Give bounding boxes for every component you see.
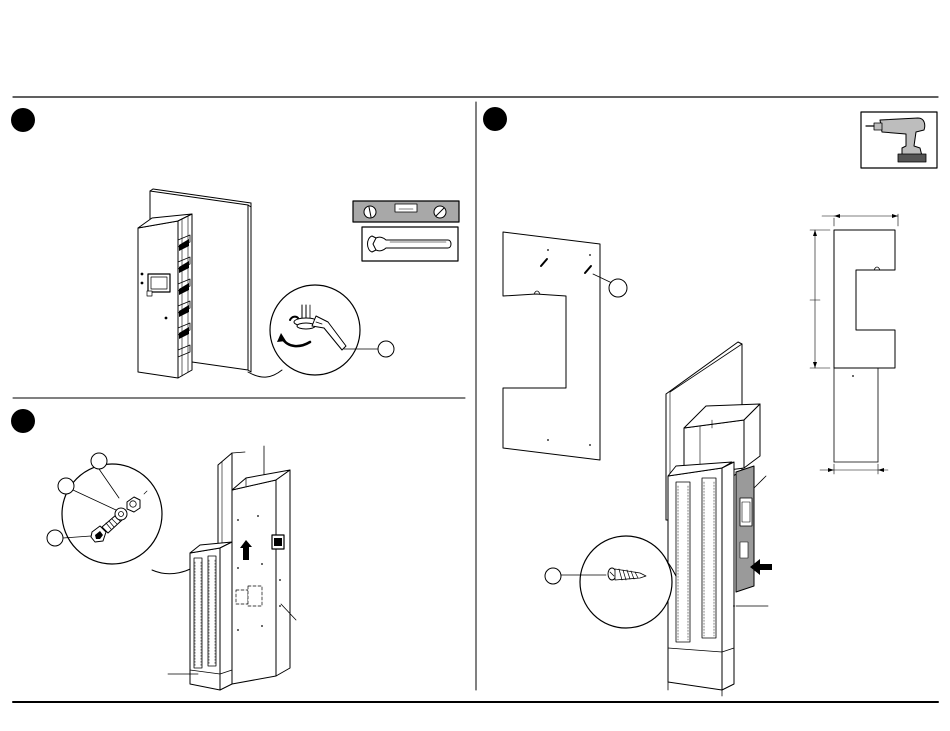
part-callout-circle xyxy=(378,341,394,357)
step-1-cabinet xyxy=(138,214,192,378)
step-1-panel xyxy=(138,189,459,378)
screw-callout-circle xyxy=(545,568,561,584)
step-3-lower-cabinet xyxy=(668,462,734,696)
step-2-left-cabinet xyxy=(168,542,232,690)
step-2-marker xyxy=(11,409,35,433)
step-2-panel xyxy=(47,446,296,690)
page-separators xyxy=(13,97,938,702)
open-wrench-icon xyxy=(362,227,458,261)
step-3-detail-bubble xyxy=(561,536,672,628)
step-2-detail-bubble xyxy=(62,464,162,564)
washer-callout-circle xyxy=(58,478,74,494)
step-3-side-panel xyxy=(733,466,772,607)
bolt-callout-circle xyxy=(47,530,63,546)
screw-callout-circle xyxy=(609,279,627,297)
spirit-level-icon xyxy=(353,201,459,222)
step-3-panel xyxy=(503,112,937,696)
nut-callout-circle xyxy=(91,453,107,469)
step-3-marker xyxy=(483,107,507,131)
washer-icon xyxy=(115,508,127,520)
step-1-detail-bubble xyxy=(270,285,394,375)
step-3-dimension-drawing xyxy=(810,214,898,474)
power-drill-icon xyxy=(861,112,937,168)
step-3-template-panel xyxy=(503,232,627,460)
step-1-marker xyxy=(11,108,35,132)
step-2-right-cabinet xyxy=(232,470,296,684)
